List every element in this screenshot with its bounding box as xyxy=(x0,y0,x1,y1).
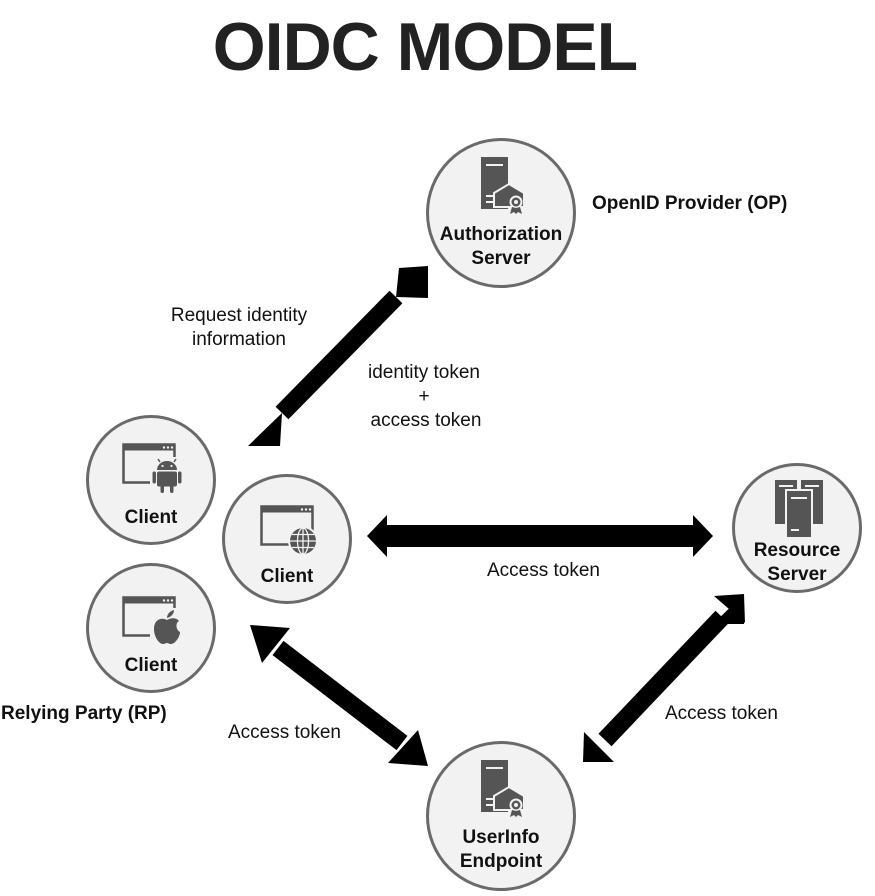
authorization-server-label-line2: Server xyxy=(471,248,531,269)
resource-userinfo-token-label: Access token xyxy=(665,703,778,724)
authorization-server-label-line1: Authorization xyxy=(439,224,563,245)
client-android-node: Client xyxy=(86,415,216,545)
tokens-label-line1: identity token xyxy=(368,362,480,383)
browser-globe-icon xyxy=(260,505,318,556)
client-ios-node: Client xyxy=(86,563,216,693)
openid-provider-label: OpenID Provider (OP) xyxy=(592,193,788,214)
userinfo-endpoint-node: UserInfo Endpoint xyxy=(426,741,576,891)
arrow-client-authorization xyxy=(248,266,428,446)
request-identity-label-line1: Request identity xyxy=(170,305,308,326)
authorization-server-node: Authorization Server xyxy=(426,138,576,288)
diagram-title: OIDC MODEL xyxy=(212,9,638,85)
server-cluster-icon xyxy=(775,480,823,539)
browser-apple-icon xyxy=(122,596,184,648)
userinfo-endpoint-label-line1: UserInfo xyxy=(462,827,540,848)
client-ios-label: Client xyxy=(124,655,178,676)
arrow-client-userinfo xyxy=(250,625,428,766)
browser-android-icon xyxy=(122,443,184,497)
tokens-label-line3: access token xyxy=(370,410,482,431)
arrow-client-resource xyxy=(367,515,713,557)
request-identity-label-line2: information xyxy=(192,329,286,350)
client-android-label: Client xyxy=(124,507,178,528)
resource-server-node: Resource Server xyxy=(732,463,862,593)
client-web-label: Client xyxy=(260,566,314,587)
userinfo-endpoint-label-line2: Endpoint xyxy=(459,851,543,872)
server-certificate-icon xyxy=(481,760,525,817)
resource-server-label-line2: Server xyxy=(767,564,827,585)
relying-party-label: Relying Party (RP) xyxy=(1,703,167,724)
server-certificate-icon xyxy=(481,157,525,214)
client-web-node: Client xyxy=(222,474,352,604)
client-userinfo-token-label: Access token xyxy=(228,722,341,743)
resource-server-label-line1: Resource xyxy=(753,540,841,561)
client-resource-token-label: Access token xyxy=(487,560,600,581)
arrow-resource-userinfo xyxy=(583,594,745,762)
tokens-label-line2: + xyxy=(418,386,430,407)
